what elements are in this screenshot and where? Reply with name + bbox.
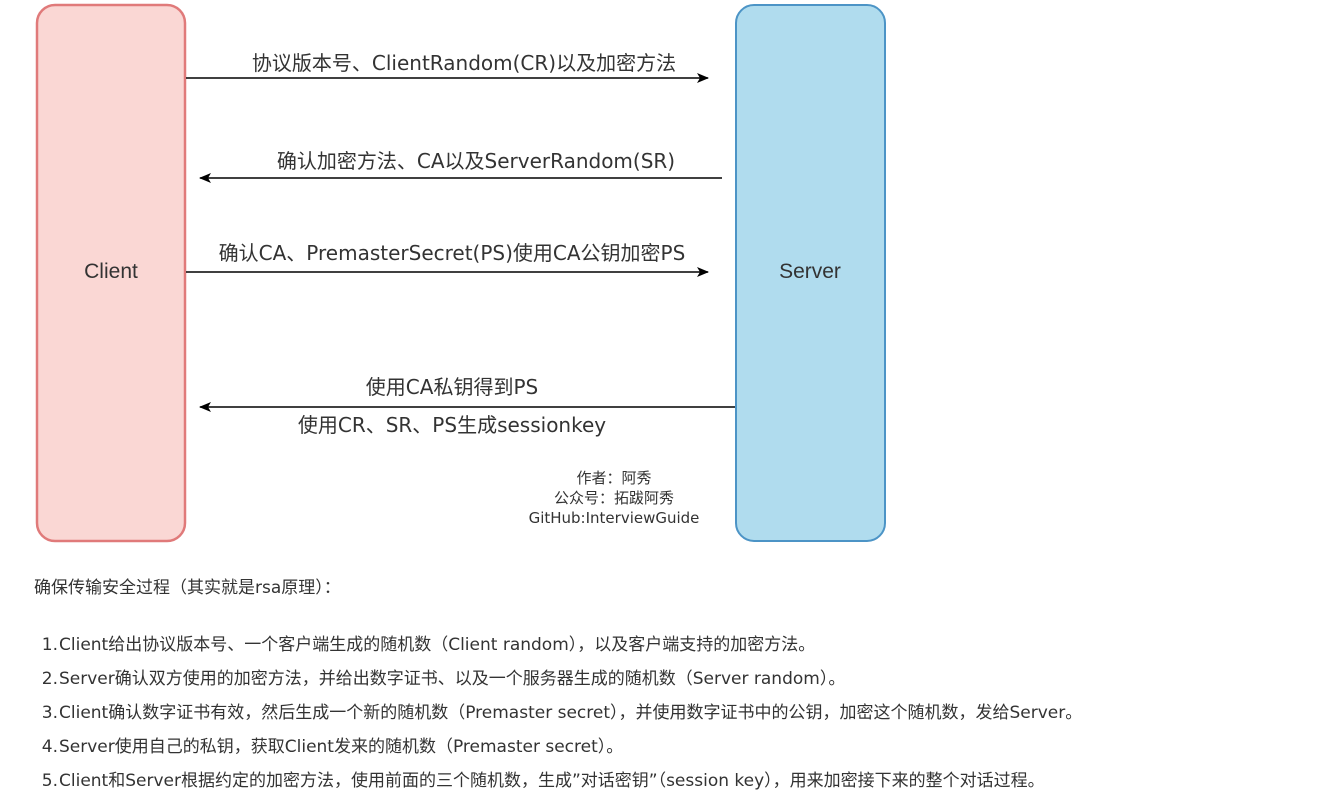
message-sublabel-4: 使用CR、SR、PS生成sessionkey: [298, 413, 606, 437]
step-text: Client确认数字证书有效，然后生成一个新的随机数（Premaster sec…: [59, 703, 1083, 723]
list-item: 4.Server使用自己的私钥，获取Client发来的随机数（Premaster…: [41, 737, 624, 757]
server-lane: [735, 4, 886, 542]
credit-author: 作者：阿秀: [576, 469, 651, 487]
step-text: Client和Server根据约定的加密方法，使用前面的三个随机数，生成”对话密…: [59, 771, 1045, 791]
diagram-canvas: Client Server 协议版本号、ClientRandom(CR)以及加密…: [35, 3, 886, 543]
section-intro: 确保传输安全过程（其实就是rsa原理）：: [34, 578, 341, 598]
message-label-1: 协议版本号、ClientRandom(CR)以及加密方法: [252, 51, 676, 75]
list-item: 5.Client和Server根据约定的加密方法，使用前面的三个随机数，生成”对…: [41, 771, 1045, 791]
server-label: Server: [779, 260, 841, 283]
step-text: Client给出协议版本号、一个客户端生成的随机数（Client random）…: [59, 635, 816, 655]
message-label-4: 使用CA私钥得到PS: [366, 375, 538, 399]
step-text: Server使用自己的私钥，获取Client发来的随机数（Premaster s…: [59, 737, 624, 757]
message-label-3: 确认CA、PremasterSecret(PS)使用CA公钥加密PS: [219, 241, 686, 265]
client-lane: [35, 3, 187, 543]
client-label: Client: [84, 260, 138, 283]
list-item: 1.Client给出协议版本号、一个客户端生成的随机数（Client rando…: [41, 635, 816, 655]
list-item: 3.Client确认数字证书有效，然后生成一个新的随机数（Premaster s…: [41, 703, 1083, 723]
tls-handshake-diagram: Client Server 协议版本号、ClientRandom(CR)以及加密…: [35, 3, 886, 543]
message-label-2: 确认加密方法、CA以及ServerRandom(SR): [277, 149, 675, 173]
credit-github: GitHub:InterviewGuide: [529, 509, 700, 527]
handshake-steps-list: 1.Client给出协议版本号、一个客户端生成的随机数（Client rando…: [34, 628, 1082, 798]
step-text: Server确认双方使用的加密方法，并给出数字证书、以及一个服务器生成的随机数（…: [59, 669, 846, 689]
credit-account: 公众号：拓跋阿秀: [554, 489, 674, 507]
list-item: 2.Server确认双方使用的加密方法，并给出数字证书、以及一个服务器生成的随机…: [41, 669, 846, 689]
